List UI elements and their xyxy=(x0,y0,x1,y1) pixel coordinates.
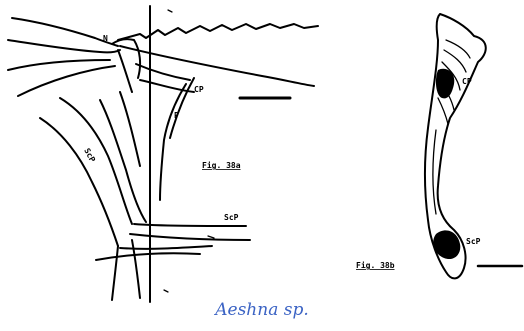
scp-bundle-2 xyxy=(130,234,250,240)
figure-38a-drawing xyxy=(8,6,318,302)
label-scp-a: ScP xyxy=(224,213,239,222)
inner-line xyxy=(433,130,436,214)
label-cp-b: CP xyxy=(462,77,472,86)
label-scp-diagonal: ScP xyxy=(82,147,97,164)
node-joint-lower xyxy=(118,50,132,92)
tick-mark xyxy=(208,236,214,238)
serrated-top-edge xyxy=(118,24,318,40)
caption: Aeshna sp. xyxy=(0,300,524,320)
cp-dark-region xyxy=(436,69,454,99)
inner-stripe xyxy=(446,40,470,58)
contour-line-4 xyxy=(18,66,115,96)
scp-bundle-4 xyxy=(96,253,200,260)
label-p: P xyxy=(174,111,179,120)
lower-limb-1 xyxy=(112,246,118,300)
label-scp-b: ScP xyxy=(466,237,481,246)
tick-mark xyxy=(168,10,172,12)
figure-label-38b: Fig. 38b xyxy=(356,260,395,270)
label-cp-a: CP xyxy=(194,85,204,94)
inner-stripe xyxy=(444,50,466,72)
tick-mark xyxy=(164,290,168,292)
inner-vein-2 xyxy=(120,92,140,166)
root-line-1 xyxy=(136,64,190,80)
scp-vein-left xyxy=(60,98,132,224)
scp-vein-outer xyxy=(40,118,118,246)
figure-label-38a: Fig. 38a xyxy=(202,160,241,170)
inner-stripe xyxy=(438,98,448,124)
label-n: N xyxy=(103,34,108,43)
